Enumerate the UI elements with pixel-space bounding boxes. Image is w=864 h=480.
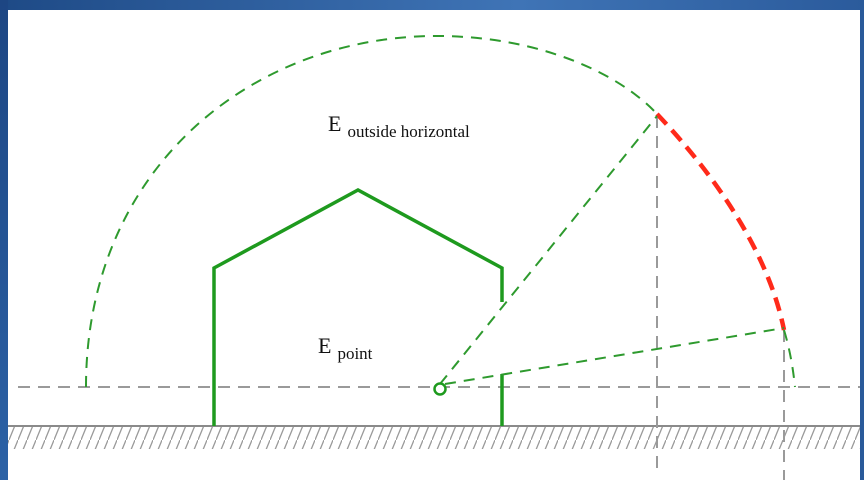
ground-hatching — [8, 427, 860, 449]
point-label: E point — [318, 333, 373, 363]
window-frame-top — [0, 0, 864, 10]
measurement-point-marker — [433, 382, 447, 396]
sky-hemisphere-arc-tail — [783, 329, 796, 388]
sight-line-upper — [439, 115, 658, 385]
window-frame-right — [860, 0, 864, 480]
outside-horizontal-label: E outside horizontal — [328, 111, 470, 141]
outside-label-main: E — [328, 111, 341, 136]
point-label-subscript: point — [337, 344, 372, 363]
building-outline — [212, 188, 504, 426]
diagram-canvas — [8, 10, 860, 480]
sky-hemisphere-arc — [85, 34, 658, 388]
visible-sky-arc — [655, 112, 787, 331]
sight-line-lower — [444, 327, 785, 385]
outside-label-subscript: outside horizontal — [347, 122, 470, 141]
window-frame-left — [0, 0, 8, 480]
point-label-main: E — [318, 333, 331, 358]
